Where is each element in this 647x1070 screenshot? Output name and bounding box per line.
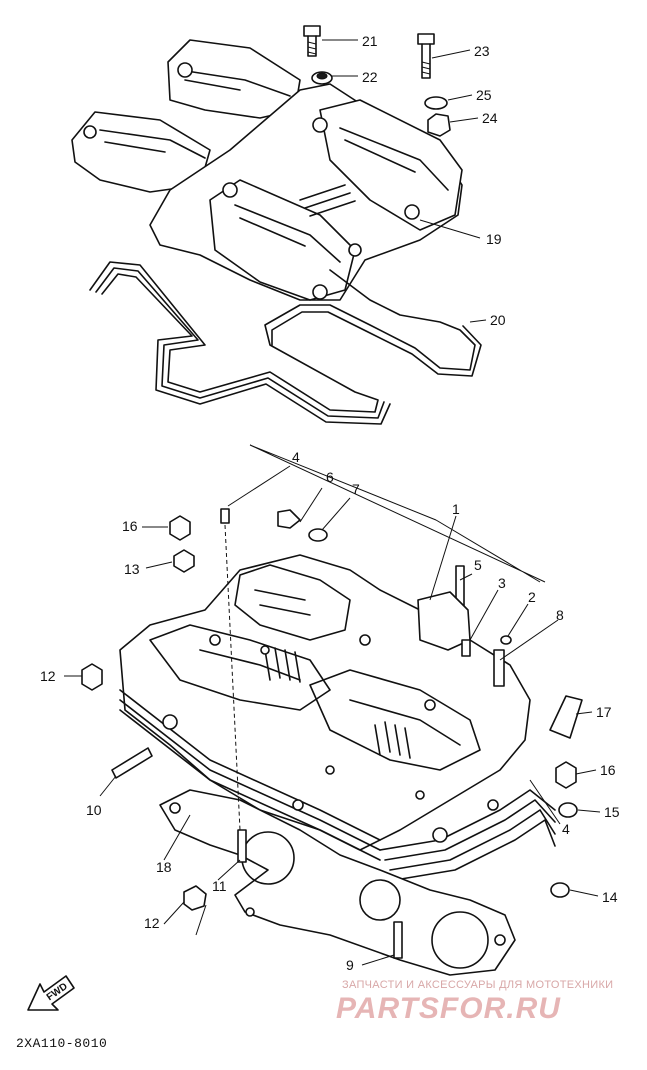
callout-16-left: 16 — [122, 518, 138, 534]
fwd-arrow: FWD — [27, 975, 75, 1011]
nut-12-lower — [183, 885, 207, 911]
callout-19: 19 — [486, 231, 502, 247]
callout-18: 18 — [156, 859, 172, 875]
head-gasket — [159, 789, 516, 976]
watermark-tagline: ЗАПЧАСТИ И АКСЕССУАРЫ ДЛЯ МОТОТЕХНИКИ — [342, 979, 613, 991]
callout-16-right: 16 — [600, 762, 616, 778]
cylinder-head-cover — [71, 39, 463, 301]
callout-15: 15 — [604, 804, 620, 820]
callout-17: 17 — [596, 704, 612, 720]
cover-gasket — [89, 261, 482, 425]
nut-13 — [173, 549, 195, 573]
callout-6: 6 — [326, 469, 334, 485]
cap-nut-16-right — [555, 761, 577, 789]
callout-22: 22 — [362, 69, 378, 85]
callout-labels: 21 22 23 25 24 19 20 4 6 7 1 16 13 5 3 2… — [40, 33, 620, 973]
oring-7 — [308, 528, 328, 542]
bolt-6 — [277, 509, 301, 529]
callout-5: 5 — [474, 557, 482, 573]
callout-10: 10 — [86, 802, 102, 818]
dowel-pin-4 — [220, 508, 230, 524]
plug-14 — [550, 882, 570, 898]
callout-3: 3 — [498, 575, 506, 591]
pin-8 — [493, 649, 505, 687]
callout-12-left: 12 — [40, 668, 56, 684]
callout-25: 25 — [476, 87, 492, 103]
spark-plug-17 — [549, 695, 583, 739]
watermark: ЗАПЧАСТИ И АКСЕССУАРЫ ДЛЯ МОТОТЕХНИКИ PA… — [336, 979, 613, 1025]
callout-2: 2 — [528, 589, 536, 605]
callout-24: 24 — [482, 110, 498, 126]
callout-21: 21 — [362, 33, 378, 49]
callout-7: 7 — [352, 481, 360, 497]
watermark-logo: PARTSFOR.RU — [336, 992, 561, 1025]
cover-bolts — [303, 25, 451, 137]
cap-nut-16 — [169, 515, 191, 541]
nut-12-left — [81, 663, 103, 691]
dowel-3 — [461, 639, 471, 657]
callout-11: 11 — [212, 878, 227, 894]
washer-15 — [558, 802, 578, 818]
pin-2 — [500, 635, 512, 645]
leader-lines — [64, 39, 601, 966]
callout-13: 13 — [124, 561, 140, 577]
stud-10 — [111, 747, 153, 779]
callout-14: 14 — [602, 889, 618, 905]
stud-9 — [393, 921, 403, 959]
callout-9: 9 — [346, 957, 354, 973]
callout-8: 8 — [556, 607, 564, 623]
callout-12-lower: 12 — [144, 915, 160, 931]
callout-20: 20 — [490, 312, 506, 328]
stud-11 — [237, 829, 247, 863]
callout-1: 1 — [452, 501, 460, 517]
callout-4-right: 4 — [562, 821, 570, 837]
diagram-code: 2XA110-8010 — [16, 1036, 107, 1051]
callout-4-top: 4 — [292, 449, 300, 465]
callout-23: 23 — [474, 43, 490, 59]
